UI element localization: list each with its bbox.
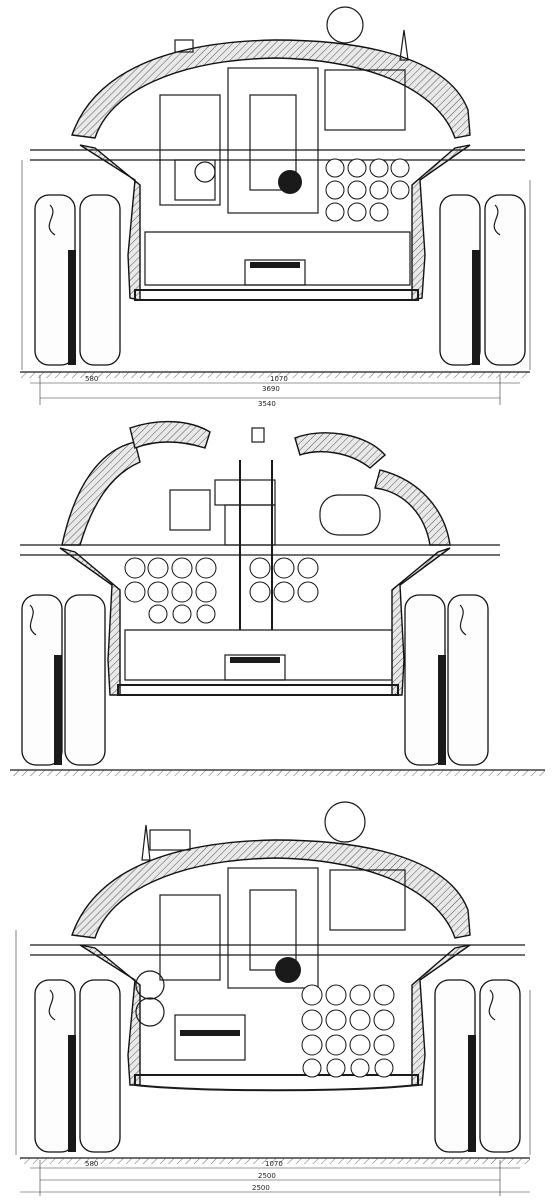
dimension-lines (15, 930, 531, 1196)
ammo-rack (325, 158, 410, 222)
road-wheels-right (434, 979, 521, 1153)
ammo-rack (124, 557, 319, 624)
ground-line (20, 371, 530, 378)
dimension-label: 1070 (270, 375, 288, 383)
dimension-label: 1070 (265, 1160, 283, 1168)
interior-machinery (135, 867, 406, 1061)
hull-section (30, 144, 525, 301)
ground-line (10, 769, 545, 776)
road-wheels-left (34, 979, 121, 1153)
cross-section-view-3: 580 1070 2500 2500 (15, 801, 531, 1196)
dimension-lines (21, 160, 531, 405)
turret-armor-section (61, 420, 451, 546)
dimension-label: 2500 (252, 1184, 270, 1192)
ammo-rack (301, 984, 395, 1078)
hull-section (30, 944, 525, 1092)
road-wheels-left (21, 594, 106, 766)
road-wheels-right (404, 594, 489, 766)
turret-armor-section (71, 801, 471, 939)
dimension-label: 580 (85, 375, 98, 383)
hull-section (20, 544, 500, 696)
dimension-label: 3690 (262, 385, 280, 393)
dimension-label: 2500 (258, 1172, 276, 1180)
interior-machinery (169, 460, 381, 681)
interior-machinery (159, 67, 406, 286)
turret-armor-section (71, 6, 471, 139)
road-wheels-right (439, 194, 526, 366)
ground-line (20, 1157, 530, 1164)
dimension-label: 3540 (258, 400, 276, 408)
cross-section-view-2 (10, 420, 545, 776)
cross-section-view-1: 580 1070 3690 3540 (20, 6, 531, 408)
dimension-label: 580 (85, 1160, 98, 1168)
road-wheels-left (34, 194, 121, 366)
